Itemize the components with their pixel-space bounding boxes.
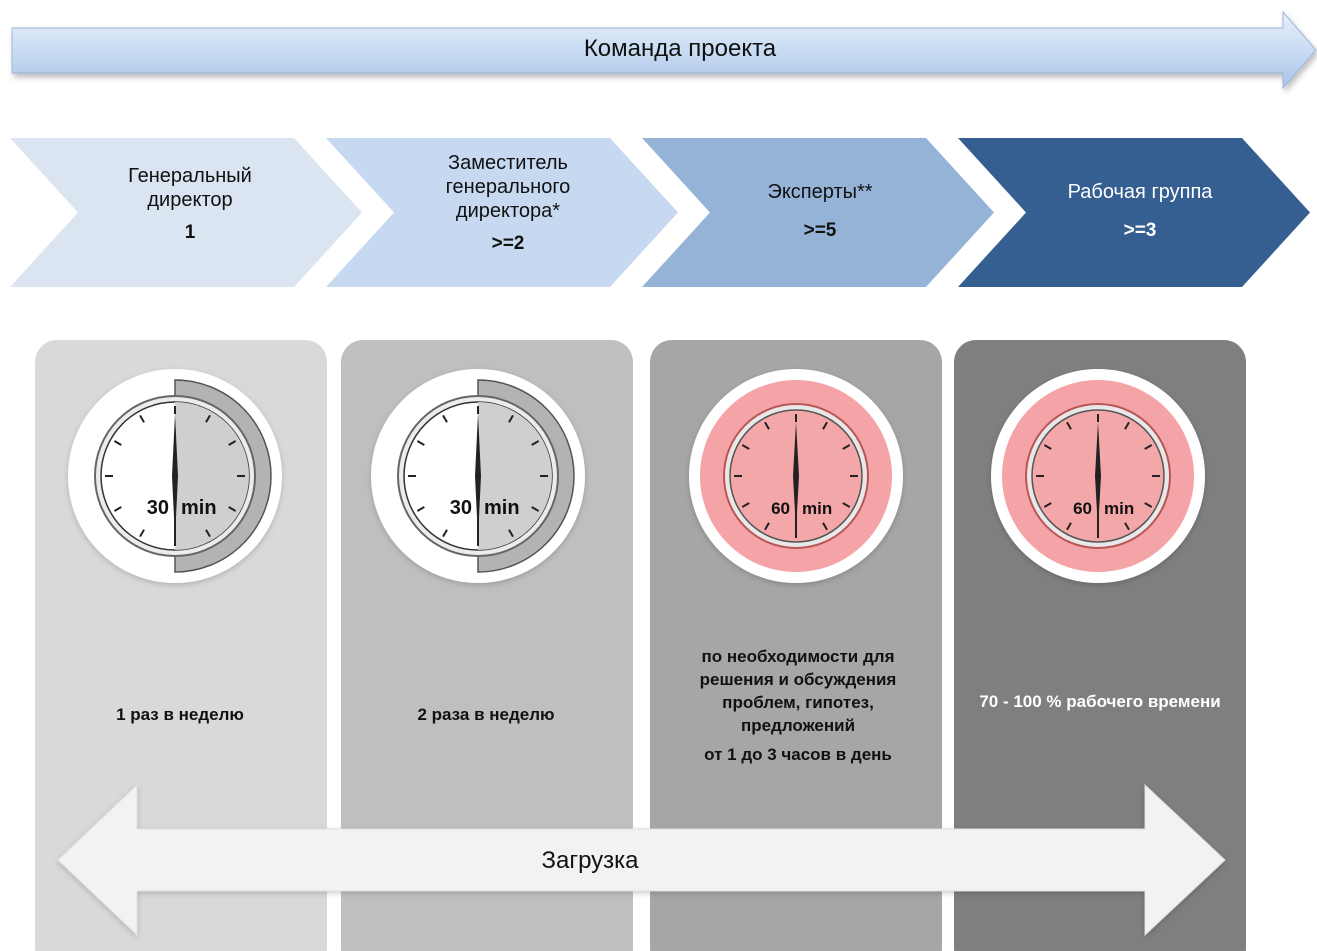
role-count: >=5 xyxy=(803,220,837,241)
clock-value: 60 xyxy=(771,499,790,518)
column-text-4: 70 - 100 % рабочего времени xyxy=(979,692,1221,711)
stopwatch-icon: 30 min xyxy=(68,369,282,583)
role-count: >=2 xyxy=(491,233,525,254)
role-chevron xyxy=(326,138,678,287)
stopwatch-icon: 30 min xyxy=(371,369,585,583)
role-name: Генеральный директор xyxy=(128,165,252,211)
role-chevron xyxy=(642,138,994,287)
stopwatch-icon: 60 min xyxy=(689,369,903,583)
column-text-3: по необходимости для решения и обсуждени… xyxy=(668,645,928,766)
clock-unit: min xyxy=(802,499,832,518)
role-count: >=3 xyxy=(1123,220,1157,241)
team-arrow xyxy=(11,10,1317,90)
role-name: Рабочая группа xyxy=(1067,181,1213,203)
clock-value: 60 xyxy=(1073,499,1092,518)
role-experts: Эксперты** >=5 xyxy=(710,180,930,242)
load-arrow xyxy=(57,783,1226,937)
clock-unit: min xyxy=(1104,499,1134,518)
column-text-1: 1 раз в неделю xyxy=(116,705,244,724)
load-label: Загрузка xyxy=(541,847,639,874)
clock-value: 30 xyxy=(450,497,472,519)
role-count: 1 xyxy=(184,222,196,243)
role-chevron xyxy=(10,138,362,287)
role-name: Заместитель генерального директора* xyxy=(445,152,571,222)
stopwatch-icon: 60 min xyxy=(991,369,1205,583)
role-ceo: Генеральный директор 1 xyxy=(80,164,300,244)
column-text-3-extra: от 1 до 3 часов в день xyxy=(704,745,892,764)
column-text-3-main: по необходимости для решения и обсуждени… xyxy=(699,647,897,735)
clock-value: 30 xyxy=(147,497,169,519)
clock-unit: min xyxy=(484,497,520,519)
role-name: Эксперты** xyxy=(767,181,873,203)
column-text-2: 2 раза в неделю xyxy=(417,705,555,724)
clock-unit: min xyxy=(181,497,217,519)
role-workgroup: Рабочая группа >=3 xyxy=(1030,180,1250,242)
team-title: Команда проекта xyxy=(583,35,777,62)
role-chevron xyxy=(958,138,1310,287)
role-deputy: Заместитель генерального директора* >=2 xyxy=(398,151,618,255)
